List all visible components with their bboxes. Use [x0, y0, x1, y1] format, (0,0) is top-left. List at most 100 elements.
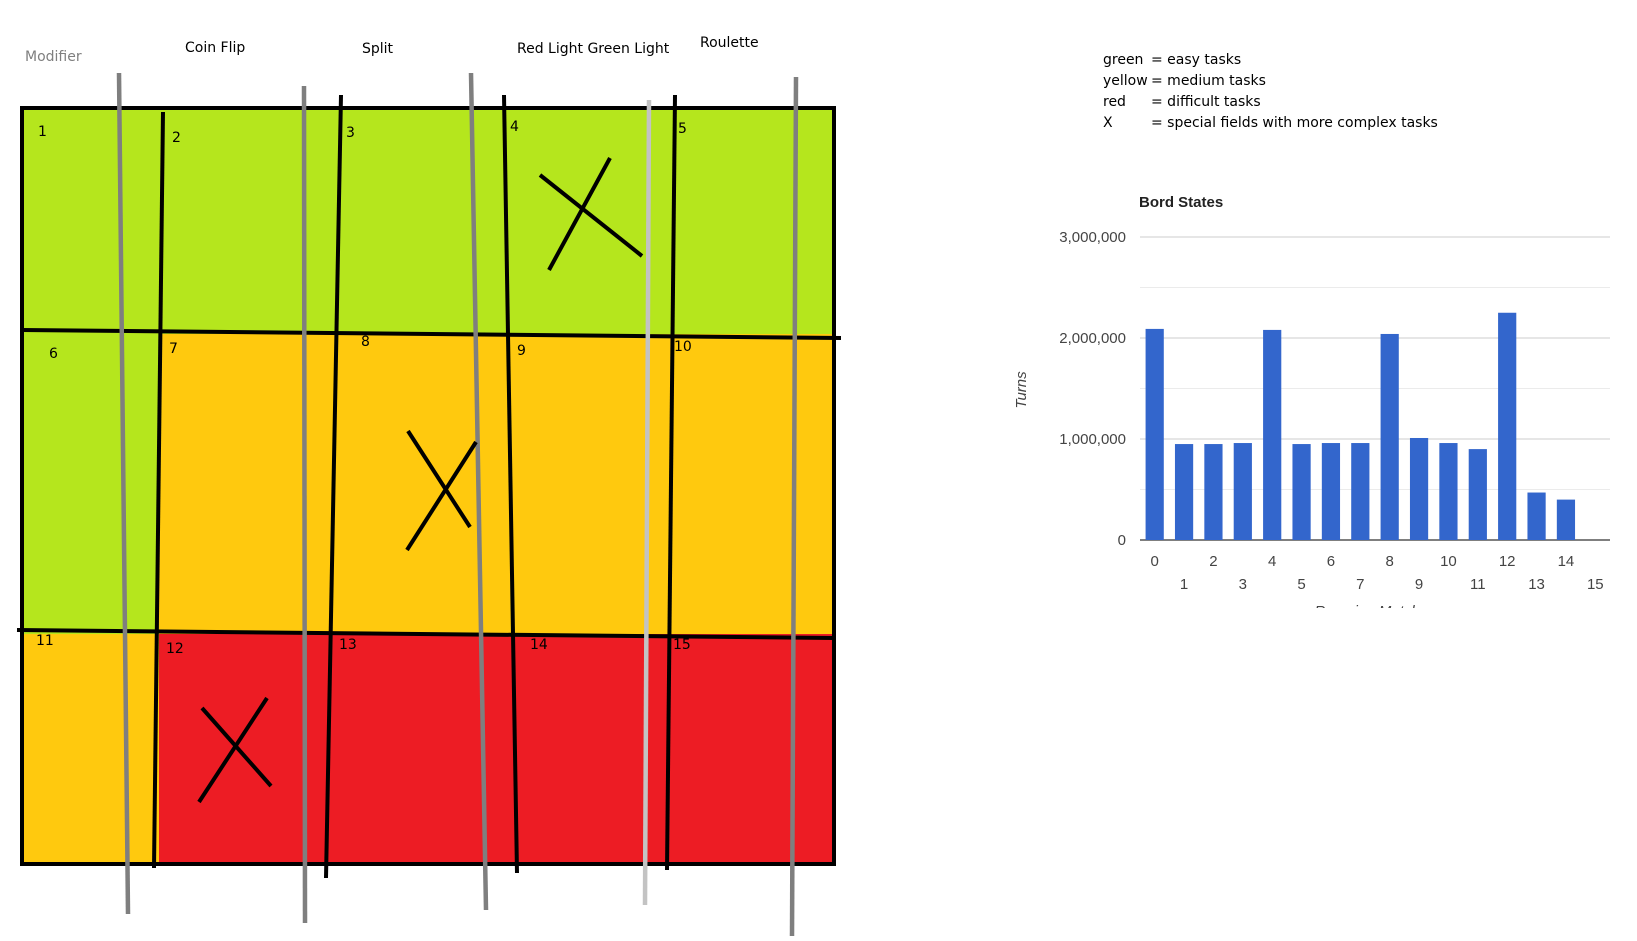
chart-bar-8: [1380, 333, 1399, 540]
chart-xtick-label: 5: [1297, 576, 1305, 593]
cell-number-6: 6: [49, 346, 58, 362]
grid-col-1: [152, 111, 165, 869]
special-x-cell-4: [538, 157, 644, 271]
cell-number-9: 9: [517, 343, 526, 359]
board-cell-4: [510, 108, 671, 334]
chart-xtick-label: 14: [1558, 553, 1575, 570]
legend-key: red: [1103, 94, 1126, 110]
board-grid: [16, 94, 842, 879]
chart-title: Bord States: [1139, 194, 1223, 211]
cell-number-2: 2: [172, 130, 181, 146]
cell-number-5: 5: [678, 121, 687, 137]
legend-row-x: X = special fields with more complex task…: [1103, 113, 1438, 134]
legend-row-yellow: yellow= medium tasks: [1103, 71, 1438, 92]
chart-ytick-label: 1,000,000: [1059, 431, 1126, 448]
cell-number-10: 10: [674, 339, 692, 355]
chart-xtick-label: 15: [1587, 576, 1604, 593]
grid-col-4: [665, 94, 677, 871]
chart-xlabel: Remaing Matches: [1315, 603, 1436, 620]
chart-bar-0: [1145, 328, 1164, 540]
modifier-line-5: [789, 76, 799, 937]
cell-number-4: 4: [510, 119, 519, 135]
board-cell-11: [22, 634, 159, 864]
chart-bar-11: [1468, 449, 1487, 540]
chart-bar-6: [1321, 443, 1341, 540]
board-cell-7: [159, 334, 333, 634]
special-marks: [197, 157, 644, 804]
chart-xtick-label: 2: [1209, 553, 1217, 570]
modifier-header: Modifier: [25, 49, 82, 65]
modifier-line-2: [301, 85, 308, 924]
board-cell-6: [22, 334, 159, 634]
grid-row-1: [21, 328, 842, 340]
board-cells: [22, 108, 834, 864]
chart-xtick-label: 9: [1415, 576, 1423, 593]
board-border: [20, 106, 836, 866]
board-cell-5: [671, 108, 834, 334]
board-cell-10: [671, 334, 834, 634]
modifier-label-red-light-green-light: Red Light Green Light: [517, 41, 670, 57]
modifier-label-coin-flip: Coin Flip: [185, 40, 245, 56]
cell-number-11: 11: [36, 633, 54, 649]
grid-col-2: [324, 94, 343, 879]
cell-number-13: 13: [339, 637, 357, 653]
chart-xtick-label: 7: [1356, 576, 1364, 593]
chart-xtick-label: 10: [1440, 553, 1457, 570]
modifier-line-4: [642, 99, 652, 906]
board-cell-9: [510, 334, 671, 634]
bar-chart: Bord States Turns 0 1,000,000 2,000,000 3,0…: [1013, 194, 1610, 620]
chart-xtick-label: 8: [1386, 553, 1394, 570]
board-cell-1: [22, 108, 159, 334]
chart-bar-13: [1527, 492, 1546, 540]
chart-xtick-label: 1: [1180, 576, 1188, 593]
chart-bar-7: [1351, 443, 1370, 540]
chart-ylabel: Turns: [1013, 371, 1030, 409]
legend-row-red: red = difficult tasks: [1103, 92, 1438, 113]
modifier-label-split: Split: [362, 41, 394, 57]
special-x-cell-12: [197, 696, 273, 804]
cell-number-15: 15: [673, 637, 691, 653]
modifier-lines: [116, 72, 799, 937]
chart-xtick-label: 4: [1268, 553, 1276, 570]
cell-number-1: 1: [38, 124, 47, 140]
chart-bar-9: [1409, 437, 1429, 540]
chart-ytick-label: 3,000,000: [1059, 229, 1126, 246]
legend: green = easy tasks yellow= medium tasks r…: [1103, 50, 1438, 134]
legend-text: = difficult tasks: [1151, 94, 1261, 110]
chart-xtick-label: 3: [1239, 576, 1247, 593]
legend-key: X: [1103, 115, 1113, 131]
board-cell-2: [159, 108, 333, 334]
legend-text: = medium tasks: [1151, 73, 1266, 89]
modifier-label-roulette: Roulette: [700, 35, 759, 51]
chart-bar-10: [1439, 443, 1458, 540]
chart-bar-12: [1498, 312, 1517, 540]
board-cell-8: [333, 334, 510, 634]
chart-bar-5: [1292, 444, 1311, 540]
chart-xtick-label: 13: [1528, 576, 1545, 593]
modifier-line-1: [116, 72, 131, 915]
grid-col-3: [502, 94, 519, 874]
cell-number-14: 14: [530, 637, 548, 653]
chart-ytick-label: 2,000,000: [1059, 330, 1126, 347]
legend-key: green: [1103, 52, 1144, 68]
chart-bar-14: [1556, 499, 1576, 540]
chart-xtick-label: 11: [1470, 576, 1486, 593]
legend-row-green: green = easy tasks: [1103, 50, 1438, 71]
legend-text: = special fields with more complex tasks: [1151, 115, 1438, 131]
board-cell-3: [333, 108, 510, 334]
grid-row-2: [16, 628, 835, 640]
chart-xtick-label: 6: [1327, 553, 1335, 570]
legend-key: yellow: [1103, 73, 1148, 89]
board-cell-15: [671, 634, 834, 864]
chart-xtick-label: 12: [1499, 553, 1516, 570]
chart-bar-2: [1204, 444, 1223, 540]
cell-number-12: 12: [166, 641, 184, 657]
cell-number-3: 3: [346, 125, 355, 141]
chart-ytick-label: 0: [1118, 532, 1126, 549]
chart-xtick-label: 0: [1151, 553, 1159, 570]
cell-number-7: 7: [169, 341, 178, 357]
legend-text: = easy tasks: [1151, 52, 1242, 68]
chart-bar-4: [1263, 329, 1282, 540]
